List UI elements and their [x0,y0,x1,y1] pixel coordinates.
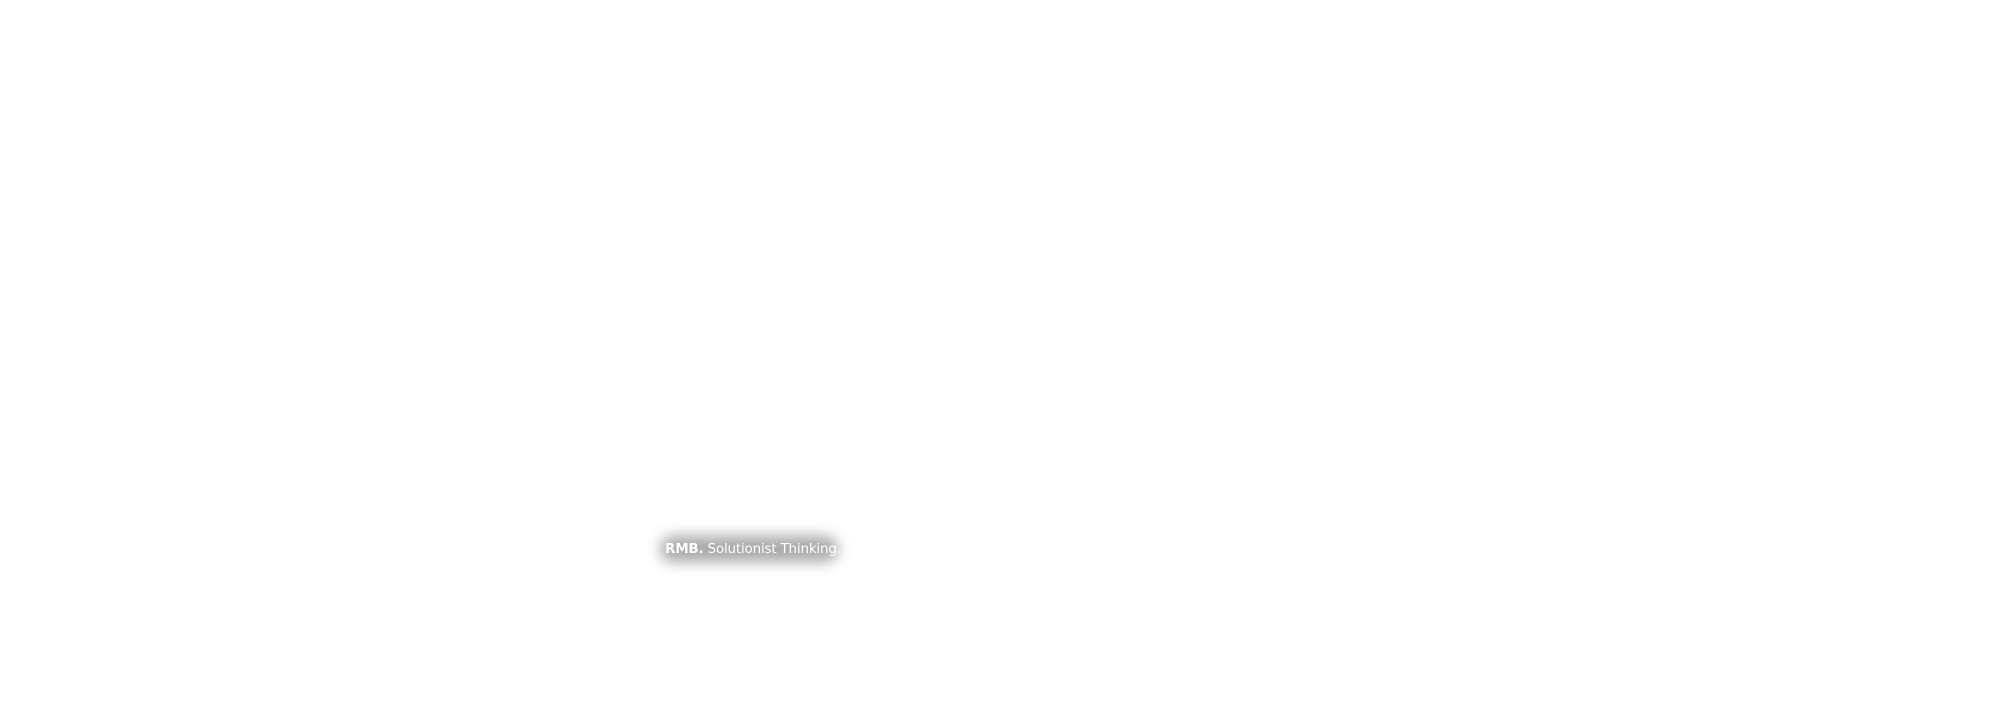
brand-name: RMB. [665,541,704,557]
tagline-banner: RMB. Solutionist Thinking. [654,532,844,566]
tagline-text: RMB. Solutionist Thinking. [665,541,841,557]
tagline-slogan: Solutionist Thinking. [703,541,841,557]
tagline-shadow-pill [660,536,838,562]
